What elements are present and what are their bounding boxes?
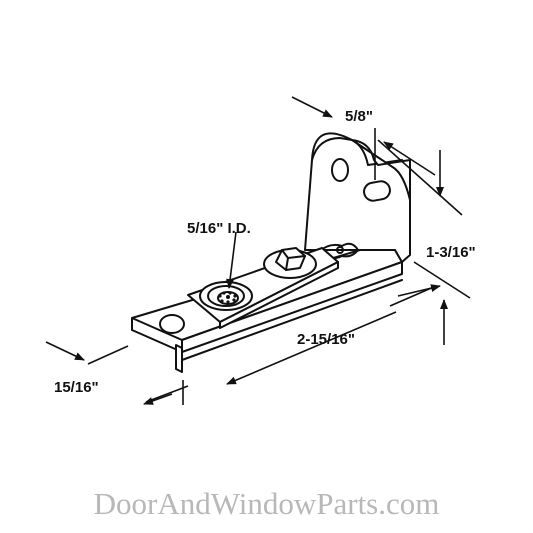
- flange-slot: [363, 180, 391, 202]
- hex-bolt-head: [275, 247, 306, 271]
- flange-curve: [311, 132, 353, 161]
- roller-bearing: [217, 291, 239, 305]
- dimension-width: [45, 341, 189, 405]
- dimension-slot-width: [291, 96, 463, 216]
- label-height: 1-3/16": [426, 244, 476, 261]
- label-width: 15/16": [54, 379, 99, 396]
- label-inner-diameter: 5/16" I.D.: [187, 220, 251, 237]
- keyhole-center: [336, 246, 344, 254]
- bearing-balls: [218, 291, 237, 304]
- flange-front-face: [351, 139, 411, 201]
- base-hole: [159, 314, 185, 334]
- label-slot-width: 5/8": [345, 108, 373, 125]
- bracket-part: [131, 132, 411, 373]
- dimension-inner-diameter: [226, 231, 237, 289]
- hex-bolt-top: [281, 249, 306, 271]
- roller-rim: [207, 285, 245, 307]
- watermark-text: DoorAndWindowParts.com: [93, 486, 440, 521]
- vertical-flange: [304, 137, 411, 263]
- carrier-plate-edge: [219, 261, 339, 329]
- base-rail: [175, 344, 183, 373]
- flange-round-hole: [331, 158, 349, 182]
- rail-line: [181, 279, 403, 361]
- label-length: 2-15/16": [297, 331, 355, 348]
- dimension-length: [182, 284, 441, 405]
- dimension-height: [413, 150, 471, 345]
